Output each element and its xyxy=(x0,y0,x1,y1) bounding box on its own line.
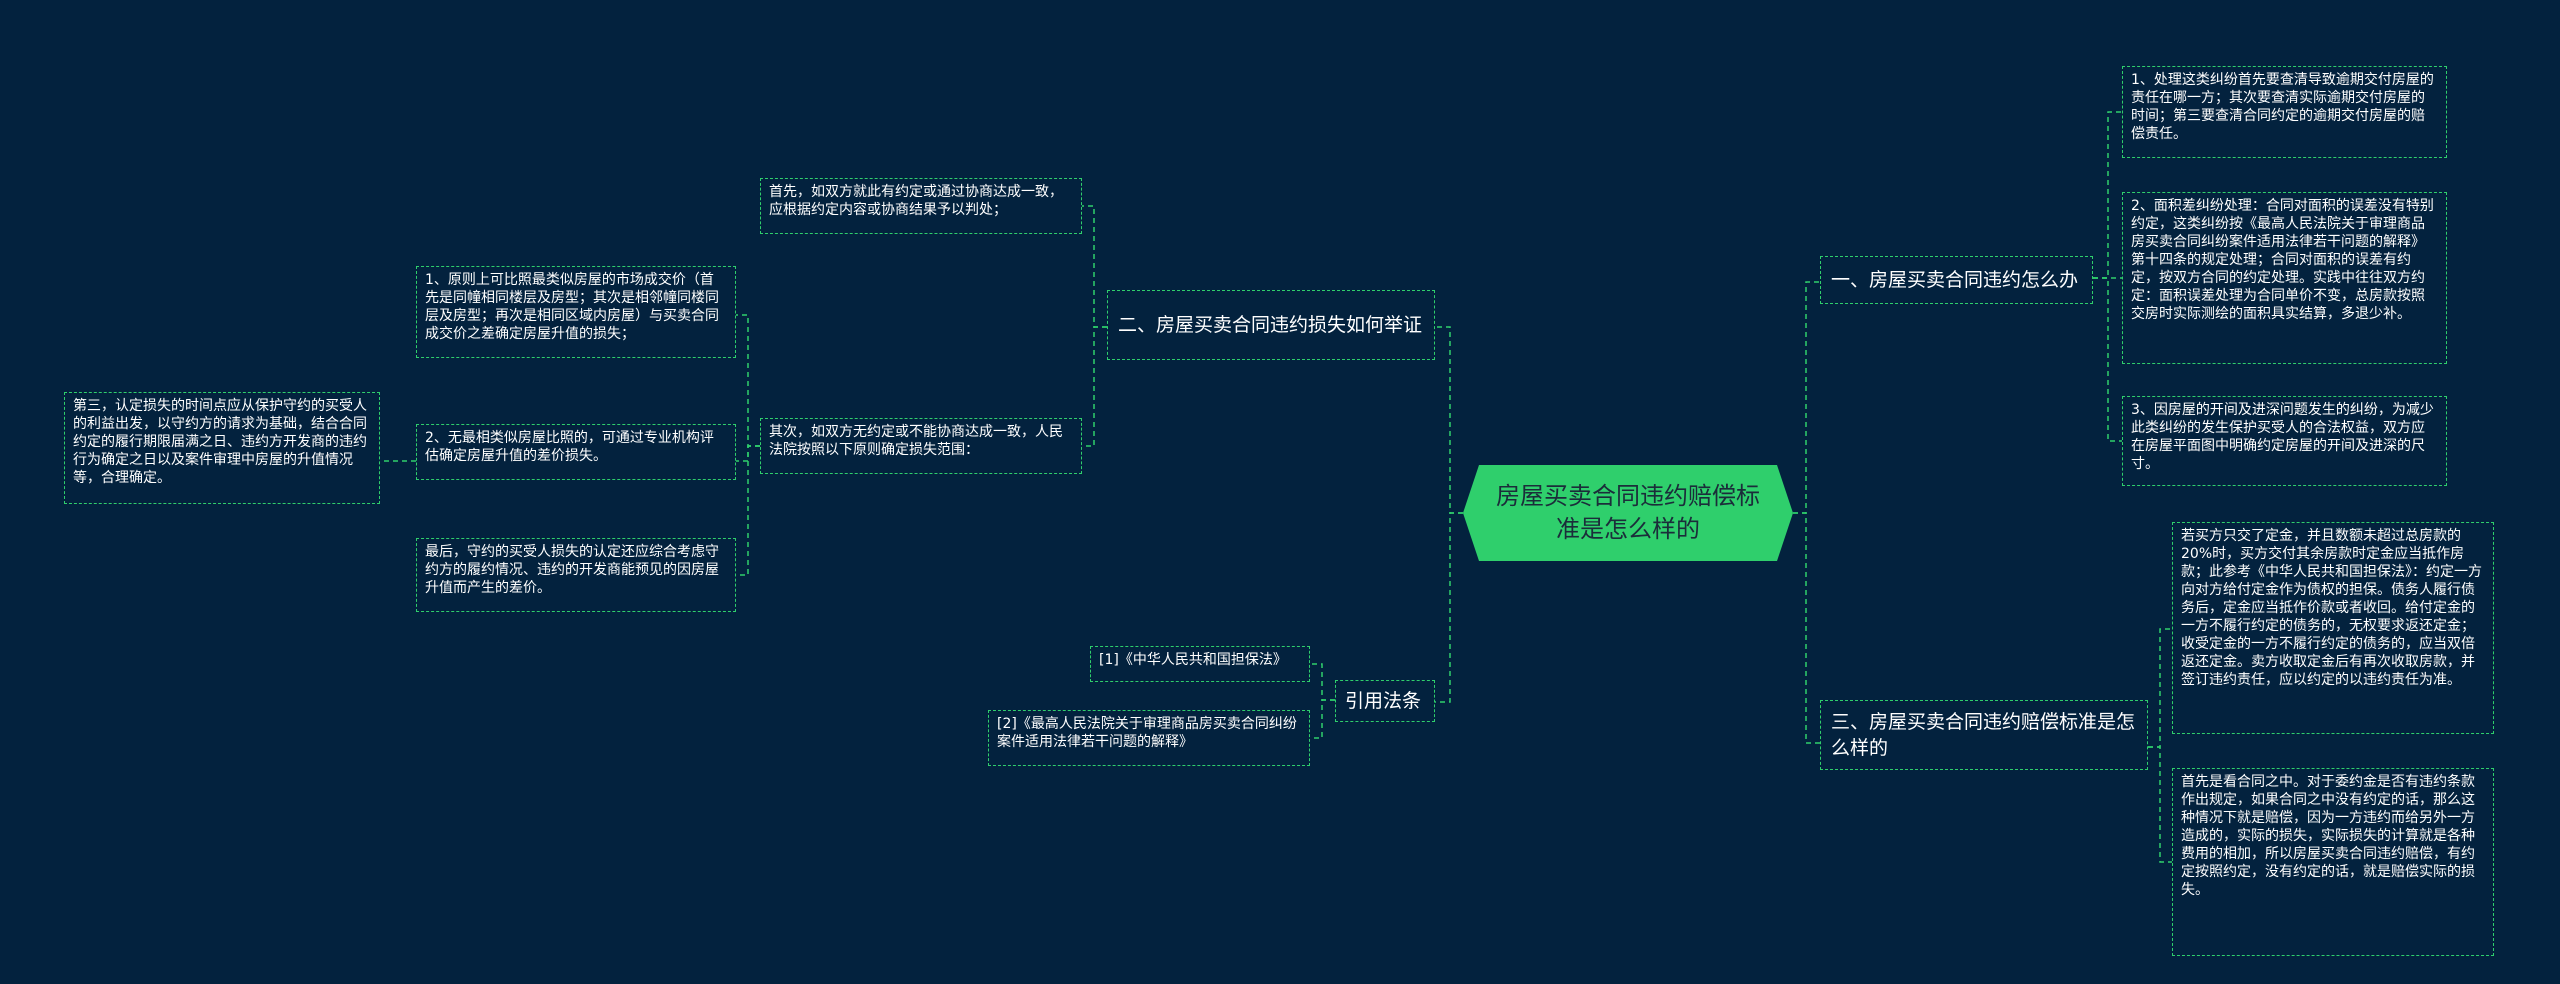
leaf-room-dimensions: 3、因房屋的开间及进深问题发生的纠纷，为减少此类纠纷的发生保护买受人的合法权益，… xyxy=(2122,396,2447,486)
law-ref-guarantee[interactable]: [1]《中华人民共和国担保法》 xyxy=(1090,646,1310,682)
leaf-first-agreement: 首先，如双方就此有约定或通过协商达成一致，应根据约定内容或协商结果予以判处； xyxy=(760,178,1082,234)
branch-compensation-standard[interactable]: 三、房屋买卖合同违约赔偿标准是怎么样的 xyxy=(1820,700,2148,770)
leaf-delivery-delay: 1、处理这类纠纷首先要查清导致逾期交付房屋的责任在哪一方；其次要查清实际逾期交付… xyxy=(2122,66,2447,158)
branch-loss-evidence[interactable]: 二、房屋买卖合同违约损失如何举证 xyxy=(1107,290,1435,360)
connector xyxy=(1310,663,1335,701)
branch-cited-laws[interactable]: 引用法条 xyxy=(1335,680,1435,722)
connector xyxy=(1793,281,1820,514)
leaf-market-price-rule: 1、原则上可比照最类似房屋的市场成交价（首先是同幢相同楼层及房型；其次是相邻幢同… xyxy=(416,266,736,358)
leaf-final-consideration: 最后，守约的买受人损失的认定还应综合考虑守约方的履约情况、违约的开发商能预见的因… xyxy=(416,538,736,612)
connector xyxy=(1435,512,1463,703)
connector xyxy=(1310,699,1335,739)
connector xyxy=(2148,746,2172,863)
leaf-deposit-rule: 若买方只交了定金，并且数额未超过总房款的20%时，买方交付其余房款时定金应当抵作… xyxy=(2172,522,2494,734)
leaf-actual-loss: 首先是看合同之中。对于委约金是否有违约条款作出规定，如果合同之中没有约定的话，那… xyxy=(2172,768,2494,956)
connector xyxy=(1793,512,1820,744)
connector xyxy=(1435,326,1463,514)
connector xyxy=(736,314,760,447)
leaf-area-dispute: 2、面积差纠纷处理：合同对面积的误差没有特别约定，这类纠纷按《最高人民法院关于审… xyxy=(2122,192,2447,364)
connector xyxy=(1082,205,1107,328)
leaf-second-no-agreement: 其次，如双方无约定或不能协商达成一致，人民法院按照以下原则确定损失范围： xyxy=(760,418,1082,474)
connector xyxy=(2093,277,2122,442)
connector xyxy=(2093,111,2122,279)
leaf-third-timing: 第三，认定损失的时间点应从保护守约的买受人的利益出发，以守约方的请求为基础，结合… xyxy=(64,392,380,504)
connector xyxy=(2148,628,2172,748)
root-topic[interactable]: 房屋买卖合同违约赔偿标准是怎么样的 xyxy=(1463,465,1793,561)
connector xyxy=(1082,326,1107,447)
branch-how-to-handle-breach[interactable]: 一、房屋买卖合同违约怎么办 xyxy=(1820,256,2093,304)
leaf-appraisal-rule: 2、无最相类似房屋比照的，可通过专业机构评估确定房屋升值的差价损失。 xyxy=(416,424,736,480)
connector xyxy=(736,445,760,576)
law-ref-judicial-interpretation[interactable]: [2]《最高人民法院关于审理商品房买卖合同纠纷案件适用法律若干问题的解释》 xyxy=(988,710,1310,766)
